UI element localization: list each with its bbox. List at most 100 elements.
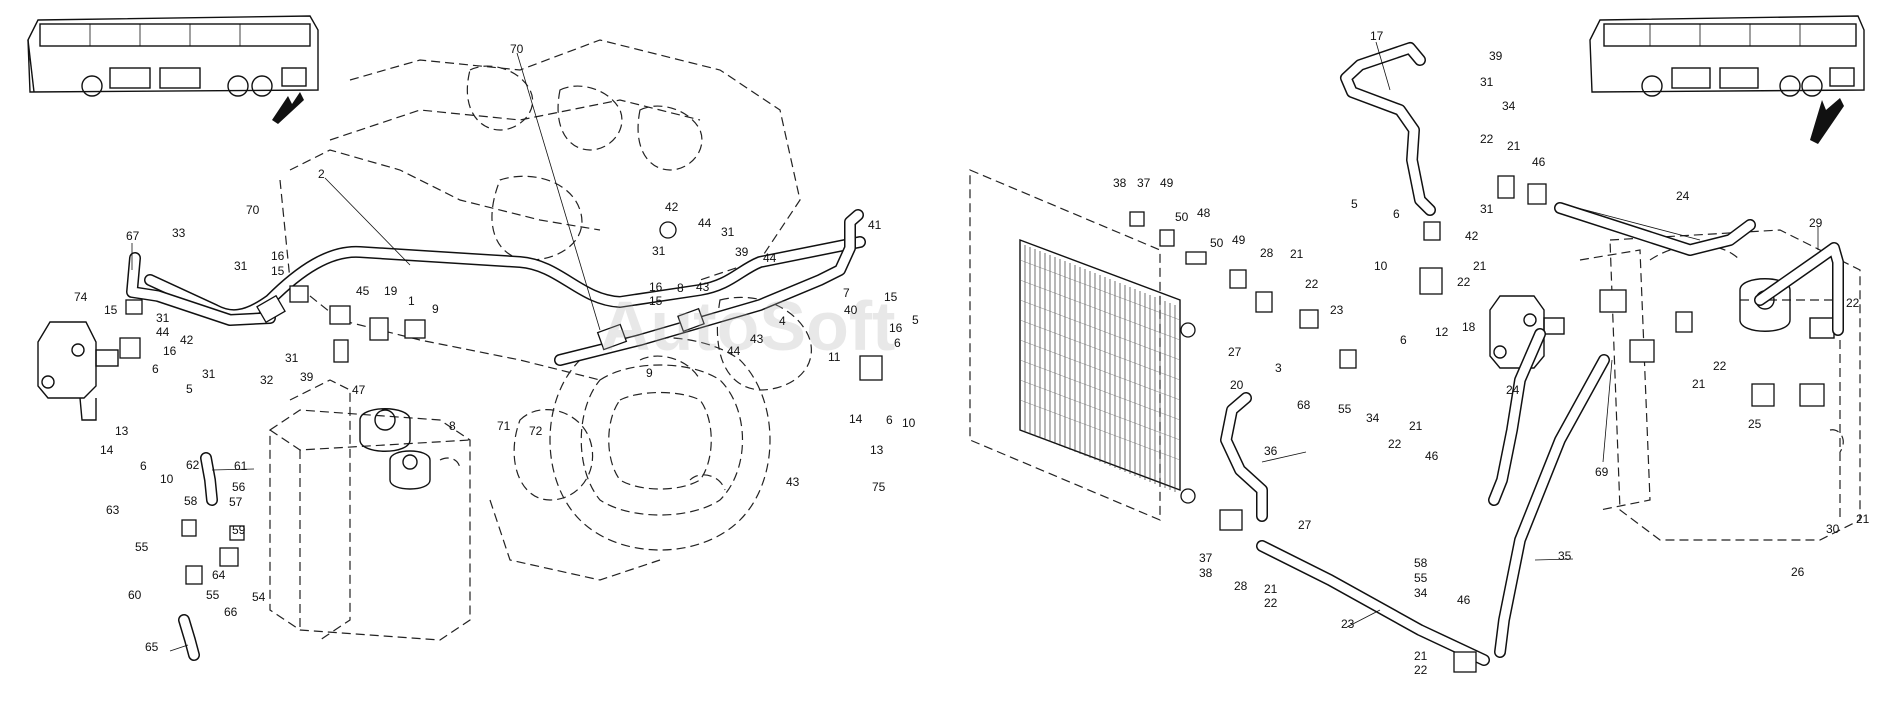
callout-32: 32 — [260, 373, 274, 387]
callout-66: 66 — [224, 605, 238, 619]
callout-34b: 34 — [1502, 99, 1516, 113]
callout-44d: 44 — [727, 344, 741, 358]
callout-6d: 6 — [886, 413, 893, 427]
callout-labels: 70 2 67 33 74 15 31 44 16 42 31 5 6 13 1… — [74, 29, 1870, 677]
callout-16c: 16 — [649, 280, 663, 294]
callout-13b: 13 — [870, 443, 884, 457]
callout-34a: 34 — [1366, 411, 1380, 425]
fittings — [119, 175, 1825, 673]
callout-45: 45 — [356, 284, 370, 298]
callout-31h: 31 — [1480, 202, 1494, 216]
callout-9b: 9 — [646, 366, 653, 380]
callout-39c: 39 — [1489, 49, 1503, 63]
callout-64: 64 — [212, 568, 226, 582]
callout-56: 56 — [232, 480, 246, 494]
callout-19: 19 — [384, 284, 398, 298]
callout-8b: 8 — [677, 281, 684, 295]
callout-70a: 70 — [510, 42, 524, 56]
callout-68: 68 — [1297, 398, 1311, 412]
callout-29: 29 — [1809, 216, 1823, 230]
callout-55c: 55 — [1338, 402, 1352, 416]
callout-31a: 31 — [156, 311, 170, 325]
callout-34c: 34 — [1414, 586, 1428, 600]
callout-15d: 15 — [884, 290, 898, 304]
callout-31f: 31 — [721, 225, 735, 239]
callout-39b: 39 — [735, 245, 749, 259]
tank-left-outline — [269, 379, 471, 641]
callout-21e: 21 — [1473, 259, 1487, 273]
callout-46c: 46 — [1457, 593, 1471, 607]
callout-55b: 55 — [206, 588, 220, 602]
callout-36: 36 — [1264, 444, 1278, 458]
callout-31c: 31 — [234, 259, 248, 273]
callout-44c: 44 — [763, 251, 777, 265]
callout-25: 25 — [1748, 417, 1762, 431]
callout-42b: 42 — [665, 200, 679, 214]
callout-31d: 31 — [285, 351, 299, 365]
callout-14a: 14 — [100, 443, 114, 457]
callout-65: 65 — [145, 640, 159, 654]
callout-21h: 21 — [1414, 649, 1428, 663]
callout-22c: 22 — [1264, 596, 1278, 610]
callout-10b: 10 — [902, 416, 916, 430]
callout-37b: 37 — [1199, 551, 1213, 565]
callout-54: 54 — [252, 590, 266, 604]
callout-11: 11 — [828, 350, 841, 364]
callout-21g: 21 — [1856, 512, 1870, 526]
callout-10c: 10 — [1374, 259, 1388, 273]
watermark: AutoSoft — [600, 287, 895, 365]
callout-43c: 43 — [786, 475, 800, 489]
callout-13a: 13 — [115, 424, 129, 438]
callout-23a: 23 — [1330, 303, 1344, 317]
callout-70b: 70 — [246, 203, 260, 217]
callout-20: 20 — [1230, 378, 1244, 392]
callout-74: 74 — [74, 290, 88, 304]
callout-5c: 5 — [1351, 197, 1358, 211]
callout-50b: 50 — [1210, 236, 1224, 250]
callout-22b: 22 — [1388, 437, 1402, 451]
condenser — [969, 169, 1196, 521]
bus-thumbnail-right — [1589, 15, 1865, 144]
callout-15b: 15 — [271, 264, 285, 278]
callout-6a: 6 — [152, 362, 159, 376]
callout-28b: 28 — [1234, 579, 1248, 593]
callout-72: 72 — [529, 424, 543, 438]
callout-50a: 50 — [1175, 210, 1189, 224]
bus-thumbnail-left — [27, 15, 319, 124]
callout-22e: 22 — [1457, 275, 1471, 289]
callout-43b: 43 — [750, 332, 764, 346]
callout-67: 67 — [126, 229, 140, 243]
callout-16b: 16 — [271, 249, 285, 263]
callout-47: 47 — [352, 383, 366, 397]
callout-46a: 46 — [1425, 449, 1439, 463]
callout-22a: 22 — [1305, 277, 1319, 291]
callout-62: 62 — [186, 458, 200, 472]
engine-outline — [279, 39, 812, 581]
callout-6f: 6 — [1400, 333, 1407, 347]
callout-24a: 24 — [1676, 189, 1690, 203]
callout-44b: 44 — [698, 216, 712, 230]
callout-5b: 5 — [912, 313, 919, 327]
callout-31g: 31 — [1480, 75, 1494, 89]
callout-8a: 8 — [449, 419, 456, 433]
callout-49a: 49 — [1160, 176, 1174, 190]
callout-9a: 9 — [432, 302, 439, 316]
callout-49b: 49 — [1232, 233, 1246, 247]
callout-22h: 22 — [1414, 663, 1428, 677]
callout-21a: 21 — [1290, 247, 1304, 261]
callout-58b: 58 — [1414, 556, 1428, 570]
callout-10a: 10 — [160, 472, 174, 486]
callout-23b: 23 — [1341, 617, 1355, 631]
callout-18: 18 — [1462, 320, 1476, 334]
callout-2: 2 — [318, 167, 325, 181]
leader-lines — [131, 41, 1819, 652]
callout-21b: 21 — [1409, 419, 1423, 433]
callout-39a: 39 — [300, 370, 314, 384]
callout-4: 4 — [779, 314, 786, 328]
callout-3: 3 — [1275, 361, 1282, 375]
callout-16a: 16 — [163, 344, 177, 358]
callout-31e: 31 — [652, 244, 666, 258]
callout-12: 12 — [1435, 325, 1449, 339]
callout-55d: 55 — [1414, 571, 1428, 585]
